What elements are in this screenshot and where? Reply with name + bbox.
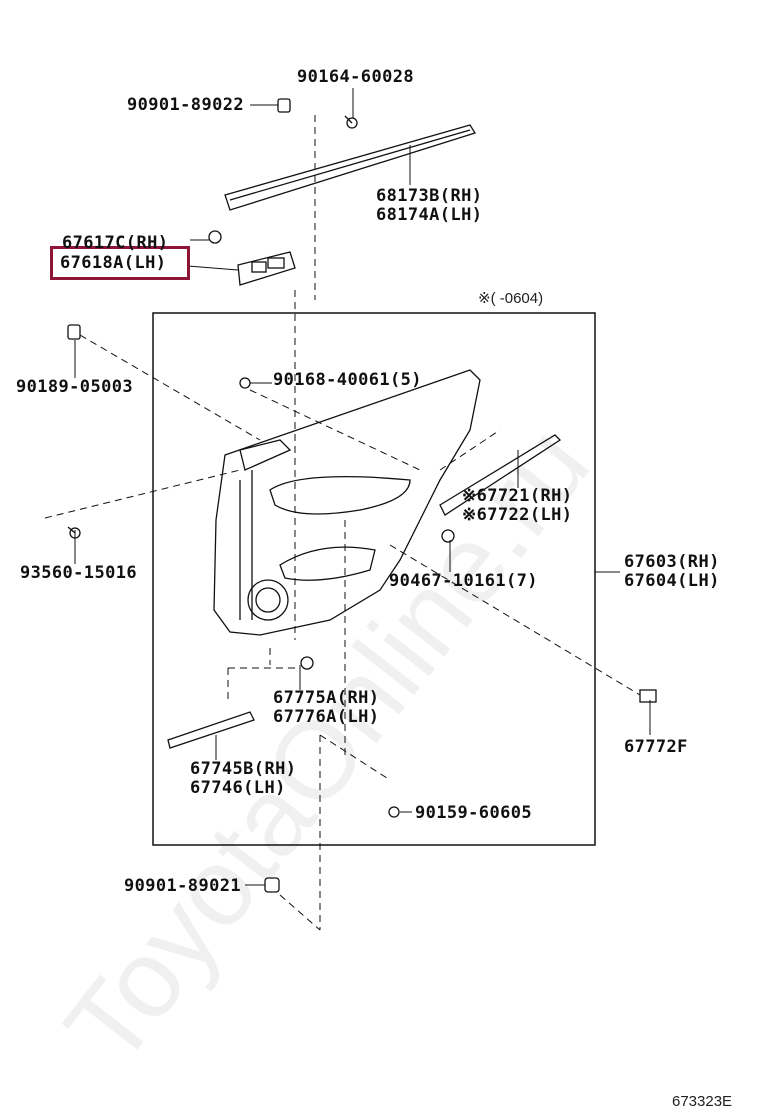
part-label[interactable]: 90901-89021 <box>124 876 241 896</box>
part-label[interactable]: 90189-05003 <box>16 377 133 397</box>
screw-90159 <box>388 806 400 818</box>
part-label[interactable]: 68174A(LH) <box>376 205 483 225</box>
part-label[interactable]: 67776A(LH) <box>273 707 380 727</box>
part-label[interactable]: 90159-60605 <box>415 803 532 823</box>
clip-90467 <box>441 529 455 543</box>
clip-90901-89021 <box>264 877 280 893</box>
part-label[interactable]: 67772F <box>624 737 688 757</box>
screw-93560 <box>67 526 81 539</box>
highlight-box <box>50 246 190 280</box>
part-label[interactable]: 67604(LH) <box>624 571 720 591</box>
weatherstrip-68173 <box>224 124 476 211</box>
part-label[interactable]: 93560-15016 <box>20 563 137 583</box>
part-label[interactable]: 67775A(RH) <box>273 688 380 708</box>
part-label[interactable]: 67617C(RH) <box>62 233 169 253</box>
part-label[interactable]: 68173B(RH) <box>376 186 483 206</box>
cap-67772 <box>639 689 657 703</box>
part-label[interactable]: 67745B(RH) <box>190 759 297 779</box>
screw-90168 <box>239 377 251 389</box>
clip-67617 <box>208 230 222 244</box>
door-trim-panel <box>213 369 481 636</box>
clip-90901-89022 <box>277 98 291 113</box>
screw-90164 <box>344 115 358 129</box>
part-label[interactable]: 67746(LH) <box>190 778 286 798</box>
part-label-highlighted[interactable]: 67618A(LH) <box>60 253 167 273</box>
cap-67775 <box>300 656 314 670</box>
clip-90189 <box>67 324 81 340</box>
reflector-67745 <box>167 711 255 749</box>
part-label[interactable]: ※67722(LH) <box>462 505 573 525</box>
part-label[interactable]: 90467-10161(7) <box>389 571 538 591</box>
leader-lines <box>44 115 641 931</box>
applicability-note: ※( -0604) <box>478 290 544 307</box>
switch-bezel-67618 <box>237 251 296 286</box>
part-label[interactable]: ※67721(RH) <box>462 486 573 506</box>
part-label[interactable]: 90164-60028 <box>297 67 414 87</box>
diagram-id: 673323E <box>672 1093 733 1110</box>
assembly-frame <box>152 312 596 846</box>
part-label[interactable]: 90168-40061(5) <box>273 370 422 390</box>
part-label[interactable]: 90901-89022 <box>127 95 244 115</box>
ornament-67721 <box>439 434 562 516</box>
part-label[interactable]: 67603(RH) <box>624 552 720 572</box>
